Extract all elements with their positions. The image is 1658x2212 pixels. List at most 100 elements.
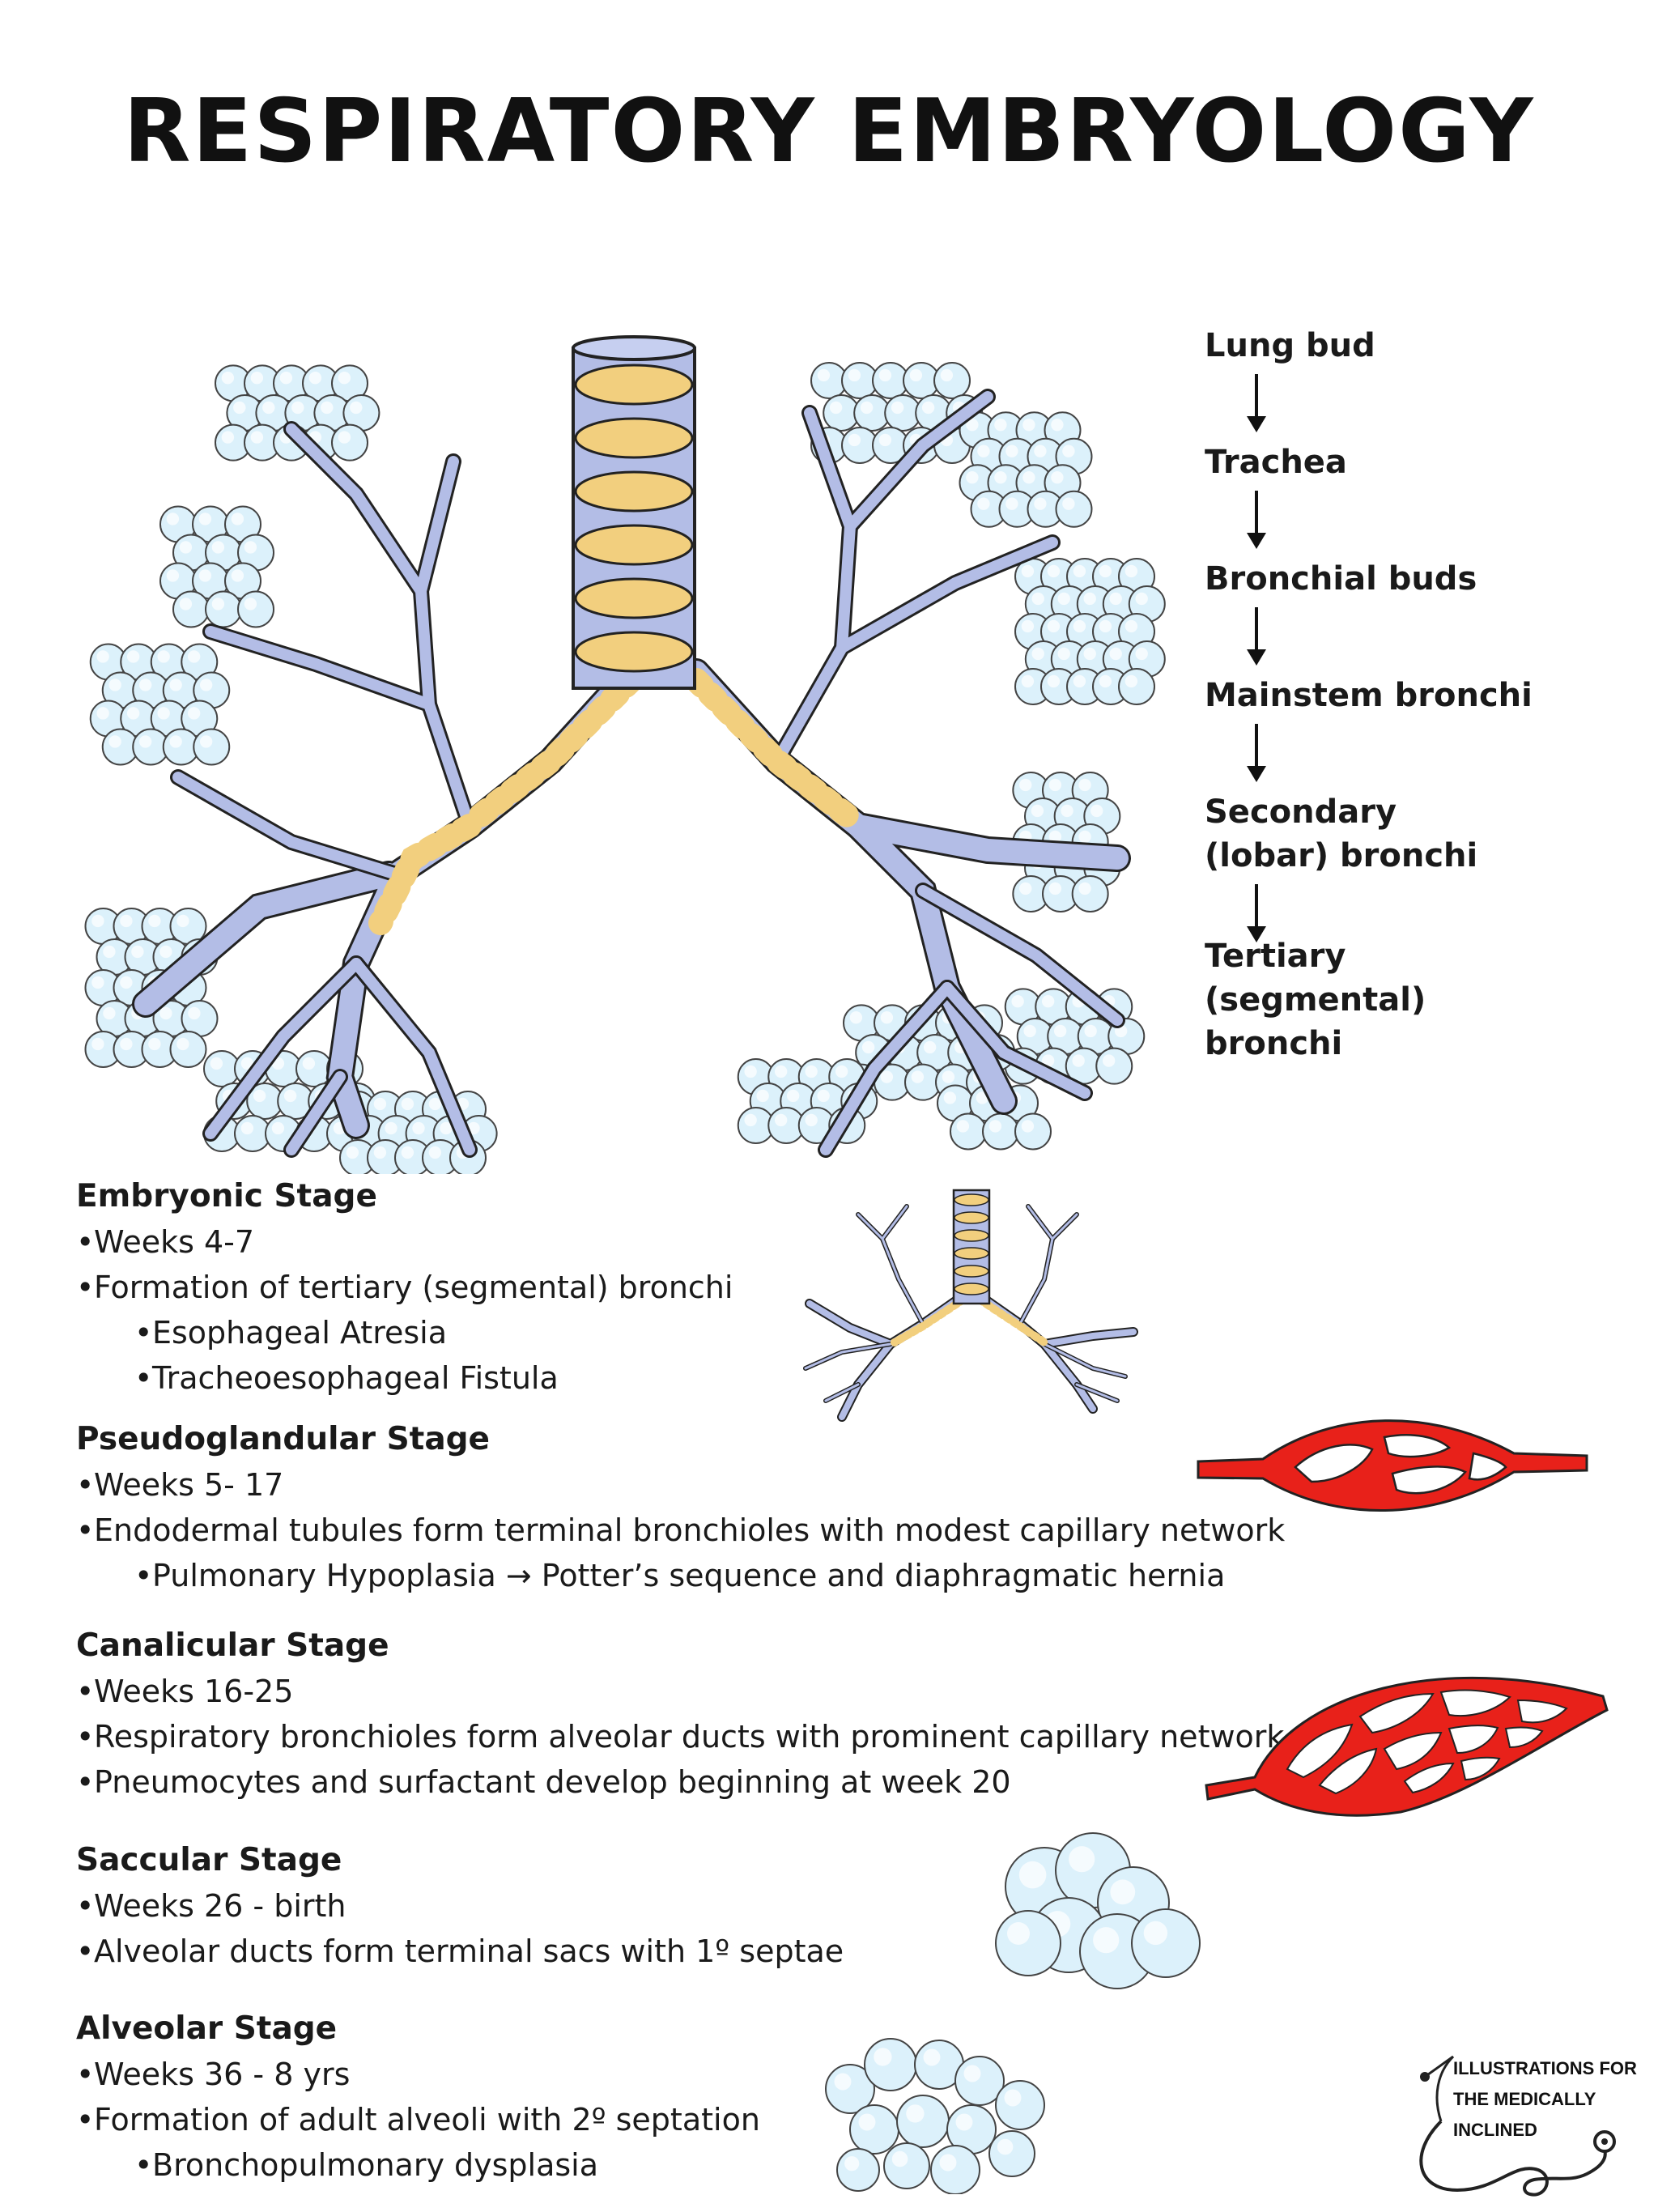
alveolus-highlight [1083,647,1096,661]
alveolus-highlight [1124,674,1138,688]
alveolus-highlight [880,1011,894,1024]
alveolus-highlight [1135,647,1148,661]
stage-bullet: •Pneumocytes and surfactant develop begi… [76,1764,1011,1800]
alveolus-highlight [1021,674,1035,688]
alveolus-highlight [1051,418,1064,432]
alveolus [930,2145,980,2194]
alveolus-highlight [157,707,170,720]
stage-pseudoglandular: Pseudoglandular Stage •Weeks 5- 17 •Endo… [76,1417,1371,1598]
flow-step-secondary-bronchi: Secondary (lobar) bronchi [1205,793,1478,874]
alveolus-highlight [878,433,892,447]
alveolus-highlight [891,401,904,415]
cartilage-ring [954,1193,989,1206]
alveolus-highlight [1061,804,1073,818]
alveolus-highlight [939,2154,957,2172]
alveolus-highlight [96,650,109,663]
modest-capillary-network-illustration [1197,1419,1588,1512]
alveolus-highlight [350,401,363,415]
down-arrow-icon [1240,601,1273,674]
alveolus-highlight [874,2048,892,2066]
alveolus-highlight [283,1089,297,1103]
alveolus [933,362,971,399]
stage-title: Alveolar Stage [76,2010,338,2047]
alveolus-highlight [250,431,264,444]
alveolus-highlight [199,735,213,748]
alveolus-highlight [1019,778,1032,792]
alveolus-highlight [338,372,351,385]
alveolus-highlight [880,1070,894,1083]
flow-step-bronchial-buds: Bronchial buds [1205,560,1477,598]
alveolus-highlight [231,569,244,582]
alveolus-highlight [849,1011,863,1024]
down-arrow-icon [1240,878,1273,942]
alveolus-highlight [805,1113,818,1127]
alveolus-highlight [1018,1861,1047,1889]
alveolus-highlight [1011,995,1024,1008]
alveolus-highlight [1021,1120,1035,1133]
alveolus-highlight [878,368,892,382]
stage-alveolar: Alveolar Stage •Weeks 36 - 8 yrs •Format… [76,2006,1371,2188]
alveolus-highlight [1034,497,1047,510]
alveolus-highlight [401,1146,414,1159]
alveolus-highlight [1031,592,1044,606]
cartilage-ring [574,417,694,459]
alveolus-highlight [1062,497,1075,510]
alveolus-highlight [817,368,831,382]
alveolus [193,728,231,766]
cartilage-ring [954,1283,989,1295]
alveolus-highlight [1021,564,1035,578]
alveolus [1095,1047,1133,1085]
alveolus-highlight [848,368,861,382]
alveolus [1131,1908,1201,1978]
alveolus-highlight [1090,804,1103,818]
alveolus [896,2095,950,2148]
alveolus-highlight [1023,1024,1036,1038]
alveolus-highlight [1073,619,1086,633]
alveolus-highlight [169,735,182,748]
alveolus-highlight [187,650,201,663]
alveolus-highlight [1005,445,1018,457]
alveolus-highlight [346,1146,359,1159]
alveolus-highlight [858,2113,876,2131]
alveolus-highlight [138,735,152,748]
alveolus-highlight [240,1057,254,1070]
alveolus-highlight [1099,564,1112,578]
stage-title: Embryonic Stage [76,1178,377,1214]
alveolus-highlight [148,914,161,928]
alveolus [1055,490,1093,528]
alveolus-highlight [1031,804,1044,818]
flow-step-mainstem-bronchi: Mainstem bronchi [1205,677,1533,714]
alveolus-highlight [966,418,979,432]
alveolus-highlight [91,914,104,928]
alveolus-highlight [1062,445,1075,457]
alveolus-highlight [891,2150,908,2167]
alveolus-highlight [756,1089,769,1103]
alveolus-highlight [1047,674,1061,688]
alveolus-highlight [1022,470,1035,484]
alveolus-highlight [923,2048,941,2066]
alveolus-highlight [308,372,322,385]
alveolus-highlight [977,497,990,510]
stage-bullet: •Formation of tertiary (segmental) bronc… [76,1270,733,1305]
credit-text: ILLUSTRATIONS FOR THE MEDICALLY INCLINED [1453,2053,1652,2146]
alveolus-highlight [166,513,180,525]
alveolus-highlight [244,541,257,554]
down-arrow-icon [1240,717,1273,790]
alveolus-highlight [1109,592,1122,606]
stage-bullet: •Endodermal tubules form terminal bronch… [76,1512,1286,1548]
alveolus-highlight [1034,445,1047,457]
alveolus-highlight [138,678,152,691]
flow-step-trachea: Trachea [1205,444,1347,481]
flow-step-tertiary-bronchi: Tertiary (segmental) bronchi [1205,938,1426,1062]
credit-line: THE MEDICALLY [1453,2089,1596,2109]
alveolus [1071,875,1109,912]
alveolus-highlight [159,1006,172,1020]
alveolus-highlight [176,1037,189,1051]
alveolus-highlight [817,1089,830,1103]
alveolus-highlight [159,945,172,959]
alveolus-highlight [188,1006,201,1020]
alveolus-highlight [956,1120,970,1133]
alveolus-highlight [103,945,116,959]
alveolus-highlight [1135,592,1148,606]
alveolus-highlight [231,513,244,525]
